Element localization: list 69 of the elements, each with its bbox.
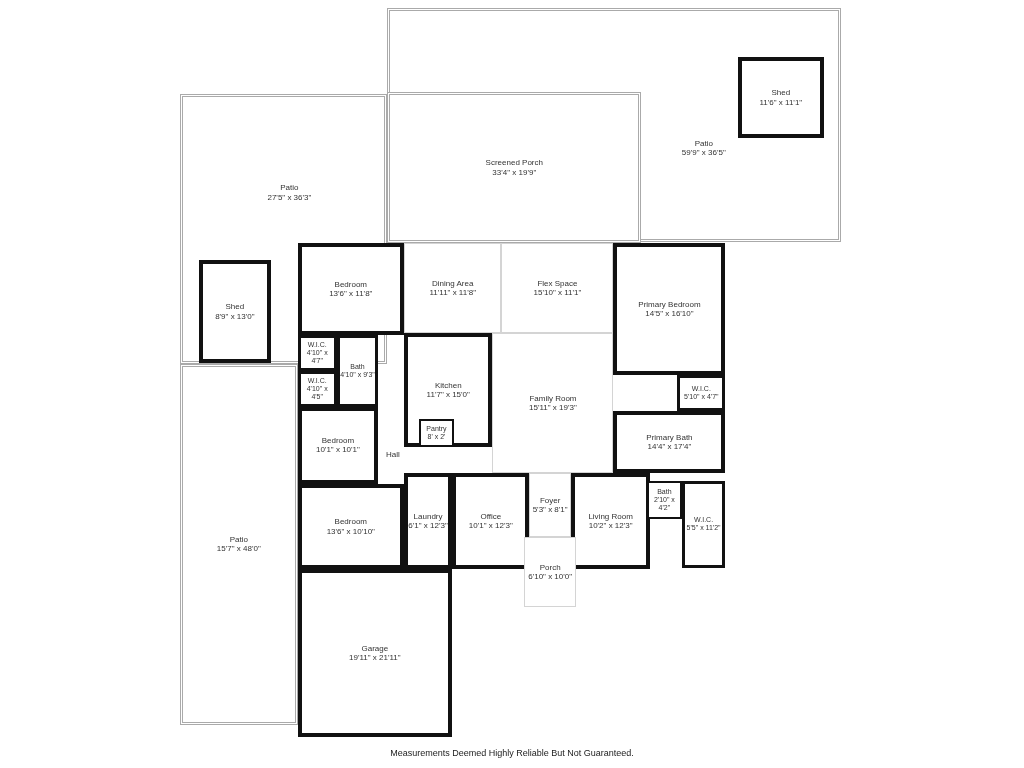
room-outline: [523, 536, 577, 608]
room-dimensions: 33'4" x 19'9": [492, 167, 537, 177]
room-outline: [570, 472, 651, 570]
room-dimensions: 13'6" x 10'10": [326, 526, 375, 536]
room-name: Flex Space: [537, 278, 578, 288]
room-dimensions: 11'7" x 15'0": [426, 389, 470, 400]
room-name: Bedroom: [334, 517, 367, 527]
room-name: Family Room: [529, 393, 577, 403]
room-outline: [529, 472, 571, 537]
room-name: Foyer: [539, 495, 561, 505]
room-dimensions: 15'10" x 11'1": [533, 288, 582, 298]
room-outline: [404, 243, 502, 333]
room-dimensions: 14'4" x 17'4": [647, 442, 692, 452]
room-name: Kitchen: [434, 380, 462, 390]
room-name: Laundry: [413, 511, 443, 521]
room-dimensions: 15'11" x 19'3": [529, 402, 577, 412]
room-name: Shed: [225, 302, 245, 312]
room-dimensions: 10'2" x 12'3": [588, 520, 633, 531]
room-outline: [681, 480, 726, 568]
room-outline: [297, 406, 379, 484]
room-outline: [297, 569, 453, 738]
room-outline: [199, 260, 271, 363]
room-name: Office: [480, 511, 502, 521]
room-outline: [387, 92, 642, 244]
room-outline: [180, 364, 298, 725]
room-outline: [492, 332, 614, 473]
room-name: Patio: [694, 138, 713, 148]
room-dimensions: 11'11" x 11'8": [429, 288, 476, 298]
room-name: Garage: [361, 643, 389, 654]
room-outline: [613, 411, 726, 473]
room-outline: [452, 472, 530, 570]
room-dimensions: 59'9" x 36'5": [681, 147, 726, 157]
room-outline: [336, 335, 379, 407]
room-dimensions: 5'3" x 8'1": [532, 504, 568, 514]
room-dimensions: 8'9" x 13'0": [215, 311, 255, 321]
room-name: Primary Bedroom: [638, 300, 701, 310]
room-outline: [737, 57, 824, 138]
room-name: Primary Bath: [646, 432, 693, 442]
room-outline: [647, 480, 682, 519]
room-outline: [297, 335, 337, 371]
room-outline: [613, 243, 726, 376]
room-dimensions: 27'5" x 36'3": [267, 192, 312, 202]
room-dimensions: 13'6" x 11'8": [329, 289, 373, 299]
room-name: Porch: [539, 562, 561, 572]
room-dimensions: 19'11" x 21'11": [349, 653, 401, 663]
room-dimensions: 6'10" x 10'0": [528, 571, 573, 582]
room-dimensions: 15'7" x 48'0": [216, 544, 261, 554]
room-name: Bedroom: [321, 436, 355, 446]
room-name: Shed: [771, 88, 791, 98]
room-dimensions: 6'1" x 12'3": [408, 520, 448, 531]
room-name: Hall: [386, 450, 400, 460]
room-dimensions: 10'1" x 10'1": [315, 445, 360, 455]
room-outline: [501, 243, 614, 333]
room-name: Bedroom: [334, 279, 367, 290]
caption: Measurements Deemed Highly Reliable But Not Guaranteed.: [389, 748, 635, 758]
room-dimensions: 14'5" x 16'10": [645, 309, 694, 319]
room-name: Living Room: [588, 511, 633, 521]
room-outline: [404, 332, 493, 448]
room-name: Patio: [280, 183, 299, 193]
room-dimensions: 10'1" x 12'3": [468, 520, 513, 531]
room-name: Patio: [229, 535, 248, 545]
room-outline: [387, 8, 841, 243]
room-outline: [418, 419, 455, 448]
room-outline: [404, 472, 453, 570]
room-name: Screened Porch: [485, 158, 543, 168]
room-name: Dining Area: [432, 278, 474, 288]
room-dimensions: 11'6" x 11'1": [759, 97, 803, 107]
room-outline: [297, 243, 404, 335]
room-outline: [677, 375, 726, 412]
